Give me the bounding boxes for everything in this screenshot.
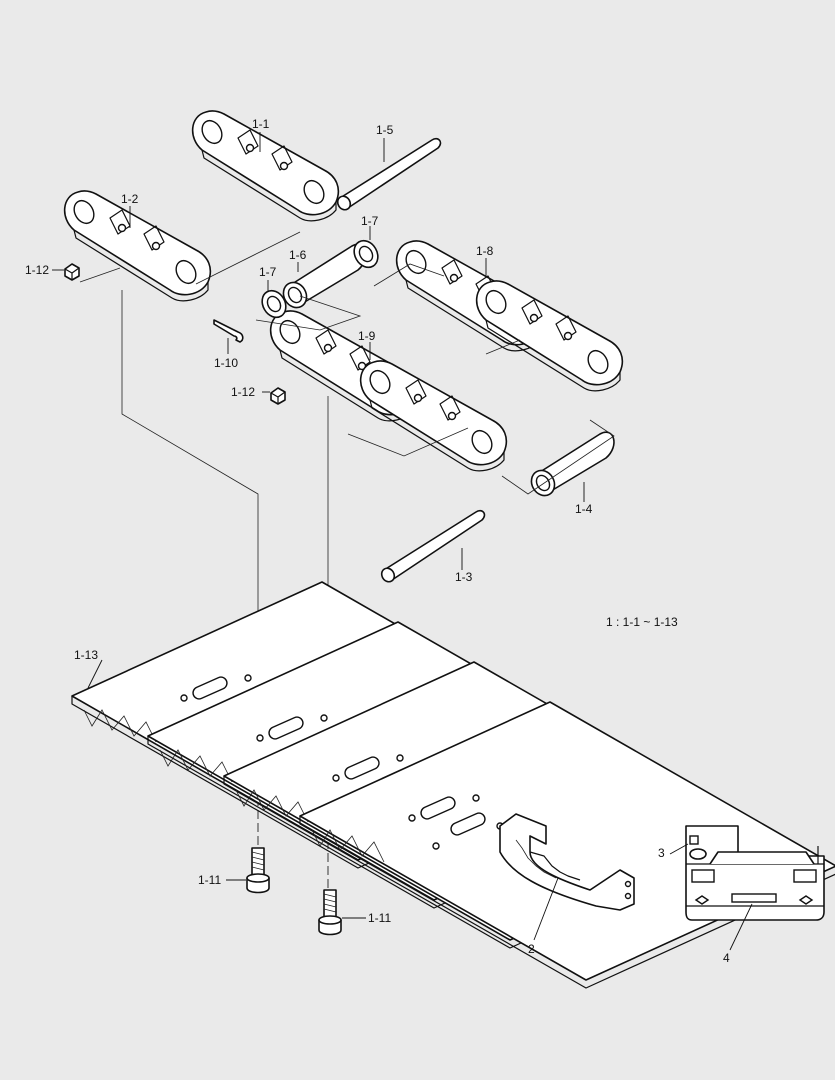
pin-1-10 [213, 319, 244, 343]
link-1-2 [63, 190, 212, 302]
label-1-11-b: 1-11 [368, 911, 391, 925]
label-1-4: 1-4 [575, 502, 593, 516]
label-1-11-a: 1-11 [198, 873, 221, 887]
label-2: 2 [528, 942, 535, 956]
label-1-7-a: 1-7 [259, 265, 277, 279]
clamp-2 [499, 813, 635, 911]
label-1-7-b: 1-7 [361, 214, 379, 228]
nut-1-12-b [270, 387, 286, 405]
label-1-5: 1-5 [376, 123, 394, 137]
label-1-6: 1-6 [289, 248, 307, 262]
label-1-2: 1-2 [121, 192, 139, 206]
label-1-12-a: 1-12 [25, 263, 49, 277]
toolbox-4 [685, 825, 825, 921]
bolt-1-11-b [318, 889, 342, 936]
bushing-1-4 [526, 431, 615, 501]
label-1-10: 1-10 [214, 356, 238, 370]
label-1-9: 1-9 [358, 329, 376, 343]
assembly-guides [79, 231, 615, 892]
label-1-12-b: 1-12 [231, 385, 255, 399]
label-3: 3 [658, 846, 665, 860]
pin-1-5 [334, 137, 442, 213]
label-1-1: 1-1 [252, 117, 270, 131]
assembly-note: 1 : 1-1 ~ 1-13 [606, 615, 678, 629]
nut-1-12-a [64, 263, 80, 281]
label-4: 4 [723, 951, 730, 965]
leader-lines [52, 132, 753, 951]
part-labels: 1-1 1-5 1-2 1-12 1-7 1-6 1-7 1-8 1-9 1-1… [25, 117, 730, 965]
label-1-3: 1-3 [455, 570, 473, 584]
track-shoes-1-13 [71, 581, 835, 989]
link-1-9-front [359, 360, 508, 472]
label-1-13: 1-13 [74, 648, 98, 662]
label-1-8: 1-8 [476, 244, 494, 258]
bolt-1-11-a [246, 847, 270, 894]
